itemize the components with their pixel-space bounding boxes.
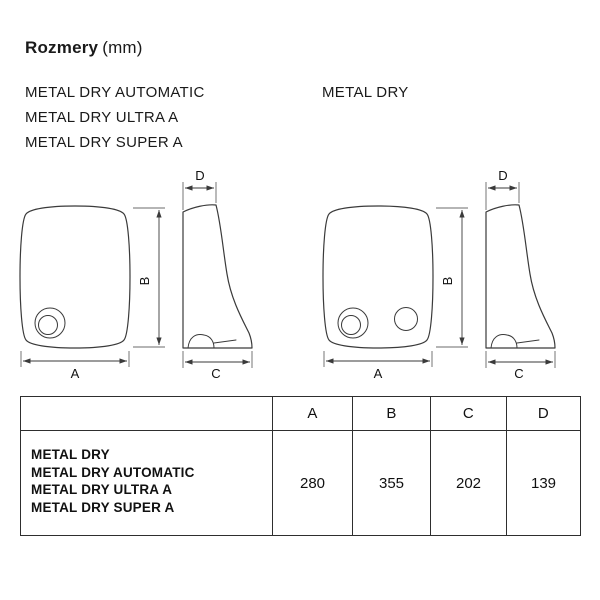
side-base-detail bbox=[516, 339, 540, 344]
page-title: Rozmery(mm) bbox=[25, 38, 143, 58]
dim-label-d: D bbox=[195, 168, 204, 183]
table-header-row: A B C D bbox=[20, 396, 581, 431]
dim-label-d: D bbox=[498, 168, 507, 183]
value-b: 355 bbox=[352, 430, 431, 536]
dim-label-c: C bbox=[211, 366, 220, 381]
row-label: METAL DRY AUTOMATIC bbox=[31, 464, 195, 480]
dimension-A: A bbox=[20, 351, 130, 381]
dimension-A: A bbox=[323, 351, 433, 381]
dim-label-c: C bbox=[514, 366, 523, 381]
row-label: METAL DRY ULTRA A bbox=[31, 482, 173, 497]
dryer-front-outline bbox=[19, 205, 131, 349]
dimension-C: C bbox=[182, 351, 253, 381]
dryer-side-outline bbox=[182, 204, 253, 349]
nozzle-inner-circle bbox=[38, 315, 58, 335]
dim-label-a: A bbox=[374, 366, 383, 381]
drawing-metal-dry-automatic: B A D C bbox=[19, 168, 253, 381]
nozzle-outer-circle bbox=[34, 307, 66, 339]
push-button-circle bbox=[394, 307, 418, 331]
dimension-D: D bbox=[182, 168, 217, 210]
side-outlet-detail bbox=[187, 334, 215, 349]
model-list-left: METAL DRY AUTOMATIC METAL DRY ULTRA A ME… bbox=[25, 80, 205, 155]
title-unit: (mm) bbox=[102, 38, 143, 57]
dim-label-b: B bbox=[137, 277, 152, 286]
nozzle-outer-circle bbox=[337, 307, 369, 339]
table-row: METAL DRY METAL DRY AUTOMATIC METAL DRY … bbox=[20, 430, 581, 536]
dimensions-table: A B C D METAL DRY METAL DRY AUTOMATIC ME… bbox=[20, 396, 581, 536]
model-name-right: METAL DRY bbox=[322, 84, 409, 101]
model-labels-cell: METAL DRY METAL DRY AUTOMATIC METAL DRY … bbox=[20, 430, 273, 536]
title-text: Rozmery bbox=[25, 38, 99, 57]
dim-label-a: A bbox=[71, 366, 80, 381]
col-header-d: D bbox=[506, 396, 581, 431]
side-view bbox=[182, 204, 253, 349]
table-corner-cell bbox=[20, 396, 273, 431]
value-d: 139 bbox=[506, 430, 581, 536]
row-label: METAL DRY SUPER A bbox=[31, 499, 175, 515]
col-header-a: A bbox=[272, 396, 353, 431]
dimension-B: B bbox=[133, 207, 165, 348]
dim-label-b: B bbox=[440, 277, 455, 286]
model-name: METAL DRY AUTOMATIC bbox=[25, 84, 205, 101]
dimension-C: C bbox=[485, 351, 556, 381]
front-view bbox=[322, 205, 434, 349]
dimension-B: B bbox=[436, 207, 468, 348]
dryer-front-outline bbox=[322, 205, 434, 349]
drawing-metal-dry: B A D C bbox=[322, 168, 556, 381]
model-name: METAL DRY ULTRA A bbox=[25, 109, 179, 126]
value-c: 202 bbox=[430, 430, 507, 536]
model-name: METAL DRY SUPER A bbox=[25, 134, 183, 151]
dryer-side-outline bbox=[485, 204, 556, 349]
col-header-b: B bbox=[352, 396, 431, 431]
front-view bbox=[19, 205, 131, 349]
value-a: 280 bbox=[272, 430, 353, 536]
dimension-D: D bbox=[485, 168, 520, 210]
side-view bbox=[485, 204, 556, 349]
row-label: METAL DRY bbox=[31, 447, 110, 462]
side-base-detail bbox=[213, 339, 237, 344]
nozzle-inner-circle bbox=[341, 315, 361, 335]
side-outlet-detail bbox=[490, 334, 518, 349]
col-header-c: C bbox=[430, 396, 507, 431]
